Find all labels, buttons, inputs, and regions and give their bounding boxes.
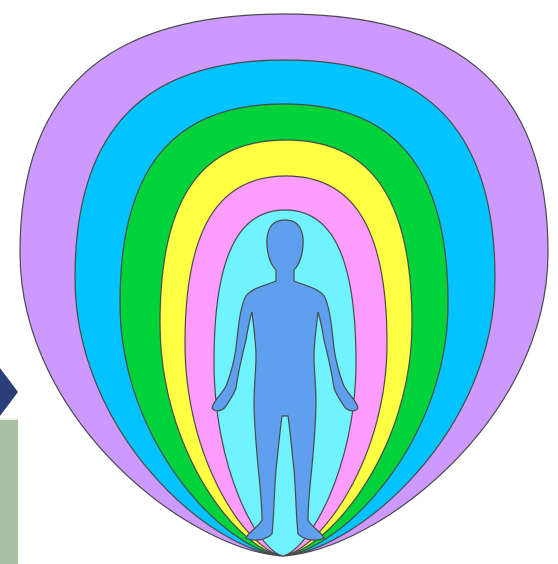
aura-diagram: [0, 0, 558, 562]
